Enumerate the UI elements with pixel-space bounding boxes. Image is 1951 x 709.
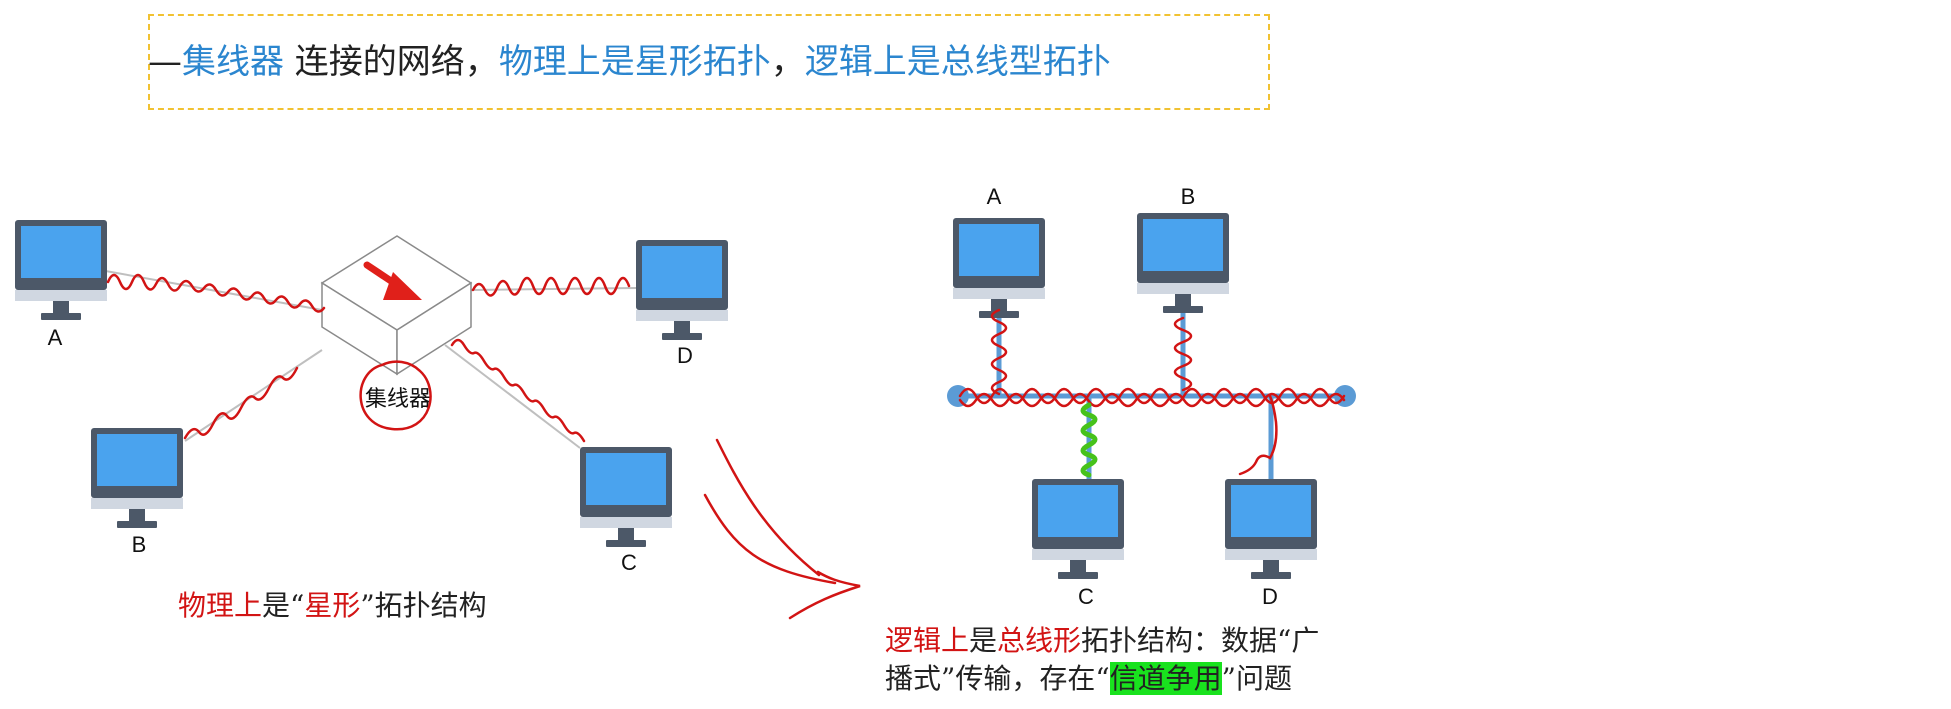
right-label-d: D bbox=[1262, 584, 1278, 609]
caption-physical-part3: 星形 bbox=[304, 589, 361, 622]
cable-c-hub bbox=[444, 344, 581, 449]
left-computer-d-icon bbox=[636, 240, 728, 340]
left-star-diagram: 集线器 A B C D bbox=[15, 220, 728, 575]
title-physical: 物理上是星形拓扑 bbox=[498, 42, 771, 82]
right-red-scribbles bbox=[958, 308, 1346, 476]
cable-d-hub bbox=[470, 287, 637, 291]
hub-box-icon bbox=[320, 235, 473, 376]
left-red-scribbles bbox=[106, 273, 631, 443]
caption-logical-line1: 逻辑上是总线形拓扑结构：数据“广 bbox=[885, 622, 1319, 660]
caption-logical-highlight: 信道争用 bbox=[1109, 662, 1222, 695]
left-label-b: B bbox=[132, 532, 147, 557]
title-box bbox=[148, 14, 1270, 110]
left-computer-c-icon bbox=[580, 447, 672, 547]
caption-logical-part2: 是 bbox=[969, 624, 998, 657]
caption-physical-part2: 是“ bbox=[262, 589, 305, 622]
left-computer-b-icon bbox=[91, 428, 183, 528]
left-computer-a-icon bbox=[15, 220, 107, 320]
cable-a-hub bbox=[99, 269, 323, 311]
green-scribble-c bbox=[1080, 402, 1098, 478]
right-label-a: A bbox=[987, 184, 1002, 209]
right-label-c: C bbox=[1078, 584, 1094, 609]
caption-logical-line2: 播式”传输，存在“信道争用”问题 bbox=[885, 660, 1319, 698]
caption-logical-line2-b: ”问题 bbox=[1221, 662, 1292, 695]
title-hub-term: 集线器 bbox=[182, 42, 284, 82]
transition-arrow-icon bbox=[703, 438, 861, 620]
caption-physical-part4: ”拓扑结构 bbox=[360, 589, 487, 622]
title-logical: 逻辑上是总线型拓扑 bbox=[804, 42, 1111, 82]
hub-label: 集线器 bbox=[365, 386, 431, 411]
caption-logical: 逻辑上是总线形拓扑结构：数据“广 播式”传输，存在“信道争用”问题 bbox=[885, 622, 1319, 698]
right-label-b: B bbox=[1181, 184, 1196, 209]
title-text: —集线器 连接的网络，物理上是星形拓扑，逻辑上是总线型拓扑 bbox=[148, 40, 1111, 84]
title-comma: ， bbox=[770, 42, 805, 82]
right-bus-diagram: A B C D bbox=[947, 184, 1356, 609]
left-label-a: A bbox=[48, 325, 63, 350]
caption-logical-part3: 总线形 bbox=[997, 624, 1082, 657]
right-computer-a-icon bbox=[953, 218, 1045, 318]
right-computer-c-icon bbox=[1032, 479, 1124, 579]
title-middle: 连接的网络， bbox=[284, 42, 499, 82]
caption-logical-part1: 逻辑上 bbox=[885, 624, 970, 657]
caption-physical: 物理上是“星形”拓扑结构 bbox=[178, 584, 487, 624]
caption-logical-part4: 拓扑结构：数据“广 bbox=[1081, 624, 1320, 657]
right-computer-d-icon bbox=[1225, 479, 1317, 579]
left-label-d: D bbox=[677, 343, 693, 368]
caption-physical-part1: 物理上 bbox=[178, 589, 263, 622]
title-dash: — bbox=[148, 42, 182, 82]
right-computer-b-icon bbox=[1137, 213, 1229, 313]
caption-logical-line2-a: 播式”传输，存在“ bbox=[885, 662, 1110, 695]
left-label-c: C bbox=[621, 550, 637, 575]
